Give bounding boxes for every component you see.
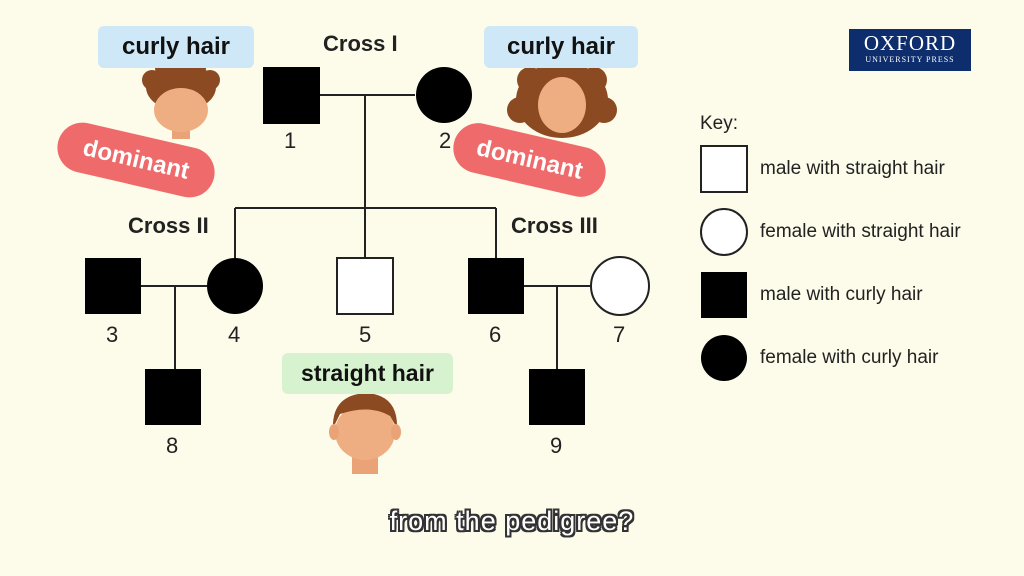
key-square-empty-icon [700, 145, 748, 193]
curly-hair-label-right: curly hair [484, 26, 638, 68]
key-item-male-straight: male with straight hair [760, 158, 945, 179]
individual-2-female-curly [416, 67, 472, 123]
individual-6-male-curly [468, 258, 524, 314]
key-item-female-curly: female with curly hair [760, 347, 939, 368]
individual-3-number: 3 [106, 322, 119, 347]
key-square-filled-icon [701, 272, 747, 318]
individual-4-number: 4 [228, 322, 241, 347]
individual-1-number: 1 [284, 128, 297, 153]
cross-2-title: Cross II [128, 213, 209, 238]
key-item-male-curly: male with curly hair [760, 284, 923, 305]
key-item-female-straight: female with straight hair [760, 221, 961, 242]
individual-5-male-straight [336, 257, 394, 315]
individual-6-number: 6 [489, 322, 502, 347]
curly-hair-label-left: curly hair [98, 26, 254, 68]
key-circle-empty-icon [700, 208, 748, 256]
cross-1-title: Cross I [323, 31, 398, 56]
straight-hair-label: straight hair [282, 353, 453, 394]
individual-7-female-straight [590, 256, 650, 316]
individual-2-number: 2 [439, 128, 452, 153]
straight-man-icon [329, 393, 401, 474]
logo-line-2: UNIVERSITY PRESS [865, 55, 955, 64]
individual-1-male-curly [263, 67, 320, 124]
logo-line-1: OXFORD [863, 31, 957, 55]
subtitle-caption: from the pedigree? [389, 506, 635, 536]
individual-9-male-curly [529, 369, 585, 425]
key-title: Key: [700, 113, 739, 134]
individual-5-number: 5 [359, 322, 372, 347]
cross-3-title: Cross III [511, 213, 598, 238]
individual-4-female-curly [207, 258, 263, 314]
individual-9-number: 9 [550, 433, 563, 458]
curly-woman-icon [507, 56, 617, 138]
oxford-university-press-logo: OXFORD UNIVERSITY PRESS [849, 29, 971, 71]
individual-8-male-curly [145, 369, 201, 425]
individual-7-number: 7 [613, 322, 626, 347]
key-circle-filled-icon [701, 335, 747, 381]
individual-3-male-curly [85, 258, 141, 314]
individual-8-number: 8 [166, 433, 179, 458]
